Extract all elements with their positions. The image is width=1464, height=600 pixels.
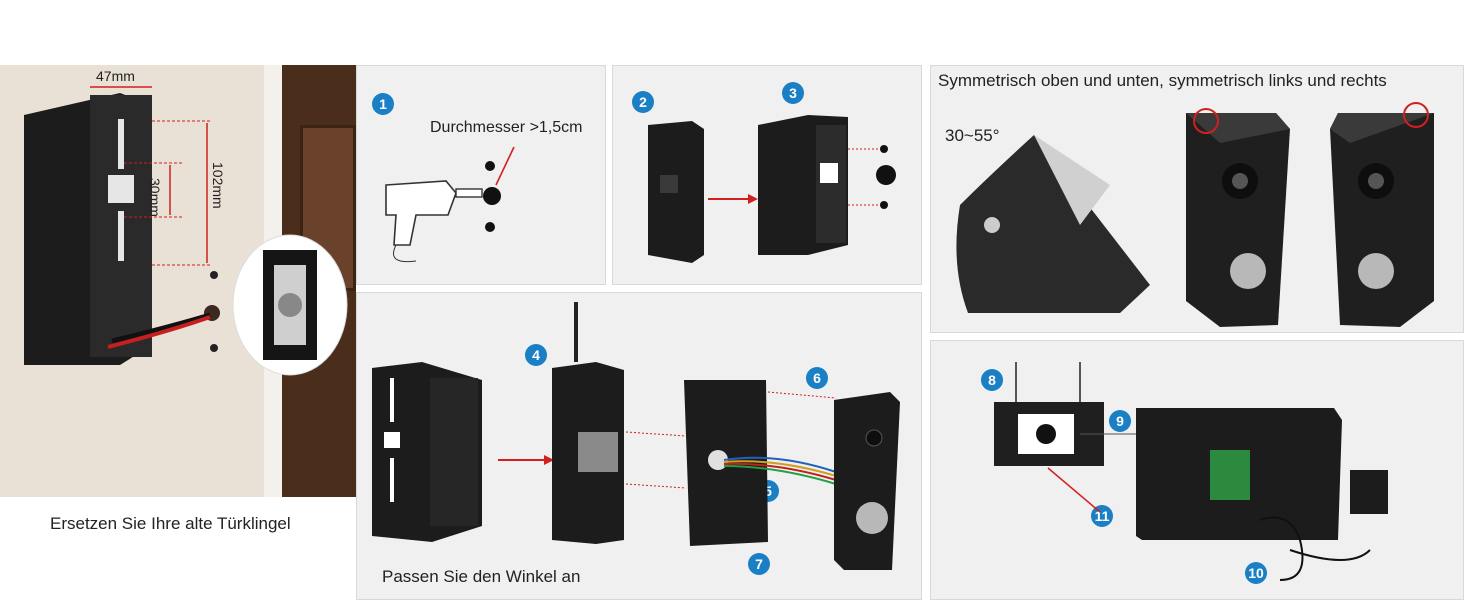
step8-badge: 8 <box>981 369 1003 391</box>
step11-badge: 11 <box>1091 505 1113 527</box>
step1-diameter-label: Durchmesser >1,5cm <box>430 119 583 136</box>
intro-bracket-drawing <box>24 86 348 376</box>
step6-badge: 6 <box>806 367 828 389</box>
bracket-mount-illustration <box>648 115 896 263</box>
angle-range: 30~55° <box>945 126 1000 145</box>
monitor-illustration <box>994 362 1388 581</box>
step10-badge: 10 <box>1245 562 1267 584</box>
assembly-illustration <box>372 302 900 570</box>
step9-badge: 9 <box>1109 410 1131 432</box>
angle-illustration <box>956 102 1434 327</box>
step2-badge: 2 <box>632 91 654 113</box>
step3-badge: 3 <box>782 82 804 104</box>
dim-height: 102mm <box>210 162 226 209</box>
step1-badge: 1 <box>372 93 394 115</box>
angle-title: Symmetrisch oben und unten, symmetrisch … <box>938 71 1387 90</box>
step7-badge: 7 <box>748 553 770 575</box>
power-adapter <box>1350 470 1388 514</box>
intro-caption: Ersetzen Sie Ihre alte Türklingel <box>50 514 291 533</box>
dim-hole-spacing: 30mm <box>147 178 163 217</box>
step1-panel <box>356 65 606 285</box>
drill-illustration <box>385 146 515 263</box>
assembly-caption: Passen Sie den Winkel an <box>382 567 581 586</box>
dim-width: 47mm <box>96 68 135 84</box>
step4-badge: 4 <box>525 344 547 366</box>
